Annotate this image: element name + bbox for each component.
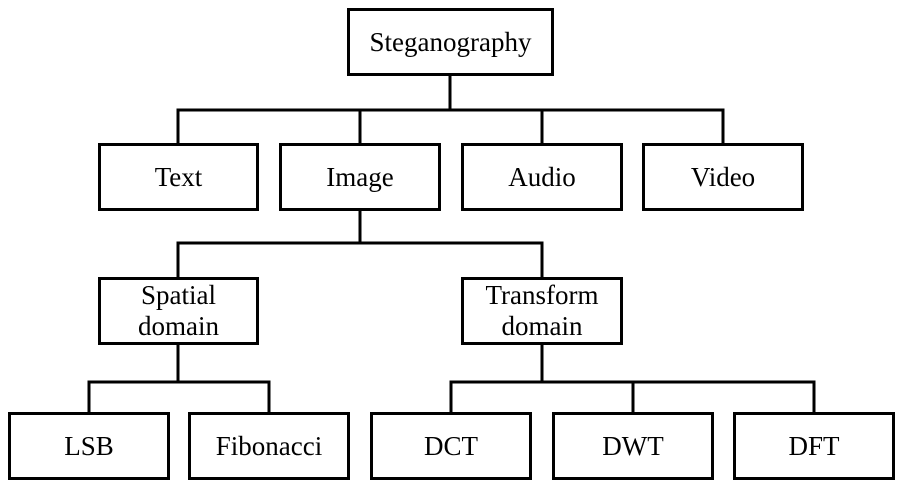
node-text: Text bbox=[98, 143, 259, 211]
node-label: Image bbox=[326, 161, 394, 192]
node-steganography: Steganography bbox=[347, 8, 554, 76]
node-label: Fibonacci bbox=[215, 430, 323, 461]
node-label-line: Spatial bbox=[141, 280, 216, 310]
node-lsb: LSB bbox=[8, 412, 170, 480]
node-fibonacci: Fibonacci bbox=[188, 412, 350, 480]
node-video: Video bbox=[642, 143, 804, 211]
node-label-line: domain bbox=[501, 311, 583, 341]
node-label: Audio bbox=[508, 161, 576, 192]
node-label: DFT bbox=[788, 430, 840, 461]
node-label: LSB bbox=[64, 430, 114, 461]
node-spatial-domain: Spatial domain bbox=[98, 277, 259, 345]
node-label: Steganography bbox=[369, 26, 532, 57]
node-audio: Audio bbox=[461, 143, 623, 211]
node-transform-domain: Transform domain bbox=[461, 277, 623, 345]
node-dct: DCT bbox=[370, 412, 532, 480]
node-label-line: Transform bbox=[485, 280, 599, 310]
node-label: Text bbox=[154, 161, 203, 192]
node-label-line: domain bbox=[138, 311, 219, 341]
node-label: DCT bbox=[424, 430, 478, 461]
node-dft: DFT bbox=[733, 412, 895, 480]
node-label: DWT bbox=[602, 430, 664, 461]
node-label: Video bbox=[690, 161, 756, 192]
node-dwt: DWT bbox=[552, 412, 714, 480]
node-image: Image bbox=[279, 143, 441, 211]
